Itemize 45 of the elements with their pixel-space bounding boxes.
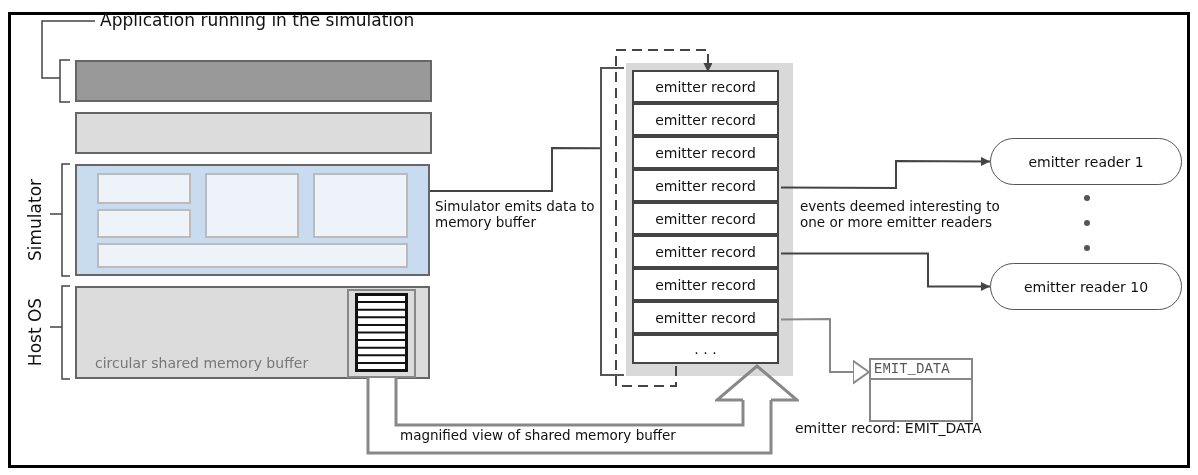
record-slot (632, 103, 779, 136)
record-slot (632, 169, 779, 202)
node-label: emitter record (655, 243, 756, 260)
side-label: emitter record: EMIT_DATA (795, 420, 982, 436)
node-label: emitter record (655, 210, 756, 227)
connector-arrow (615, 49, 713, 387)
record-column (600, 63, 793, 376)
node-label: emitter record (655, 309, 756, 326)
node-label: emitter record (655, 177, 756, 194)
connector-arrow (780, 252, 991, 291)
node-label: emitter record (655, 78, 756, 95)
highlight-frame (347, 289, 416, 378)
connector-arrow (780, 156, 991, 189)
module-box (97, 243, 408, 268)
module-box (97, 209, 191, 238)
node-label: emitter record (655, 144, 756, 161)
struct-box (869, 358, 973, 422)
module-box (97, 173, 191, 204)
module-box (205, 173, 299, 238)
record-slot (632, 235, 779, 268)
layer-box (75, 112, 432, 154)
record-slot (632, 334, 779, 364)
module-box (313, 173, 408, 238)
host-os-box (75, 286, 430, 379)
node-label: emitter record (655, 276, 756, 293)
edge-label: Simulator emits data to memory buffer (435, 198, 597, 230)
reader-pill (990, 263, 1182, 310)
layer-box (75, 60, 432, 102)
connector-arrow (780, 318, 870, 385)
node-label: emitter record (655, 111, 756, 128)
node-label: emitter reader 1 (1028, 153, 1144, 170)
simulator-box (75, 164, 430, 276)
side-label: Host OS (25, 297, 45, 367)
node-label: EMIT_DATA (871, 360, 971, 380)
node-label: . . . (694, 341, 717, 357)
reader-pill (990, 138, 1182, 185)
side-label: Simulator (25, 179, 45, 261)
record-slot (632, 202, 779, 235)
node-label: circular shared memory buffer (95, 355, 309, 371)
node-label: emitter reader 10 (1023, 278, 1149, 295)
record-slot (632, 301, 779, 334)
record-slot (632, 268, 779, 301)
record-slot (632, 70, 779, 103)
side-label: Application running in the simulation (100, 10, 415, 30)
record-slot (632, 136, 779, 169)
